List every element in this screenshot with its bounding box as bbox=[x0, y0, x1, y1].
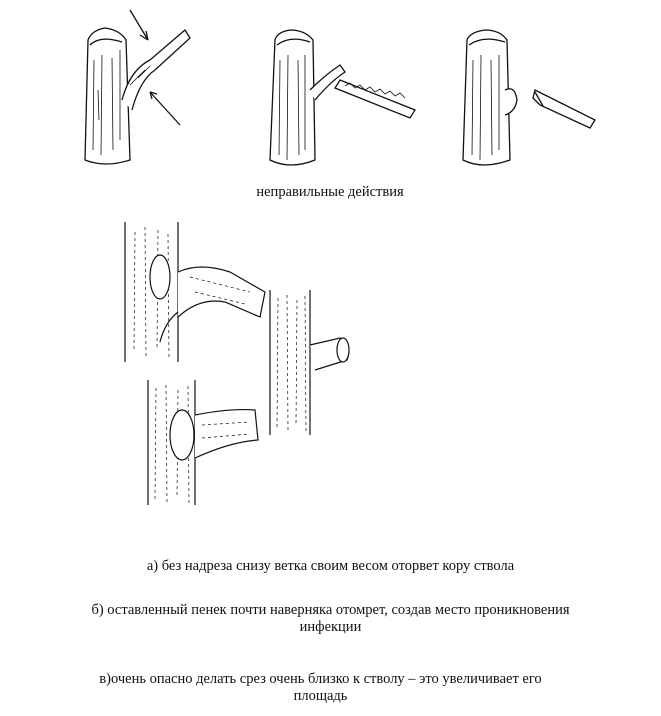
trunk-close-cut-illustration bbox=[140, 380, 270, 510]
caption-c: в)очень опасно делать срез очень близко … bbox=[10, 671, 631, 705]
trunk-stub-knife-illustration bbox=[455, 20, 605, 175]
caption-c-line2: площадь bbox=[293, 688, 348, 704]
caption-a: а) без надреза снизу ветка своим весом о… bbox=[146, 558, 515, 574]
trunk-stub-illustration bbox=[265, 290, 375, 440]
caption-c-line1: в)очень опасно делать срез очень близко … bbox=[99, 671, 542, 687]
caption-wrong-actions: неправильные действия bbox=[256, 184, 404, 200]
caption-b: б) оставленный пенек почти наверняка ото… bbox=[0, 602, 661, 636]
trunk-torn-bark-illustration bbox=[120, 222, 270, 367]
trunk-branch-saw-illustration bbox=[255, 20, 425, 175]
caption-b-line2: инфекции bbox=[299, 619, 362, 635]
caption-b-line1: б) оставленный пенек почти наверняка ото… bbox=[91, 602, 570, 618]
trunk-branch-arrows-illustration bbox=[60, 0, 200, 175]
